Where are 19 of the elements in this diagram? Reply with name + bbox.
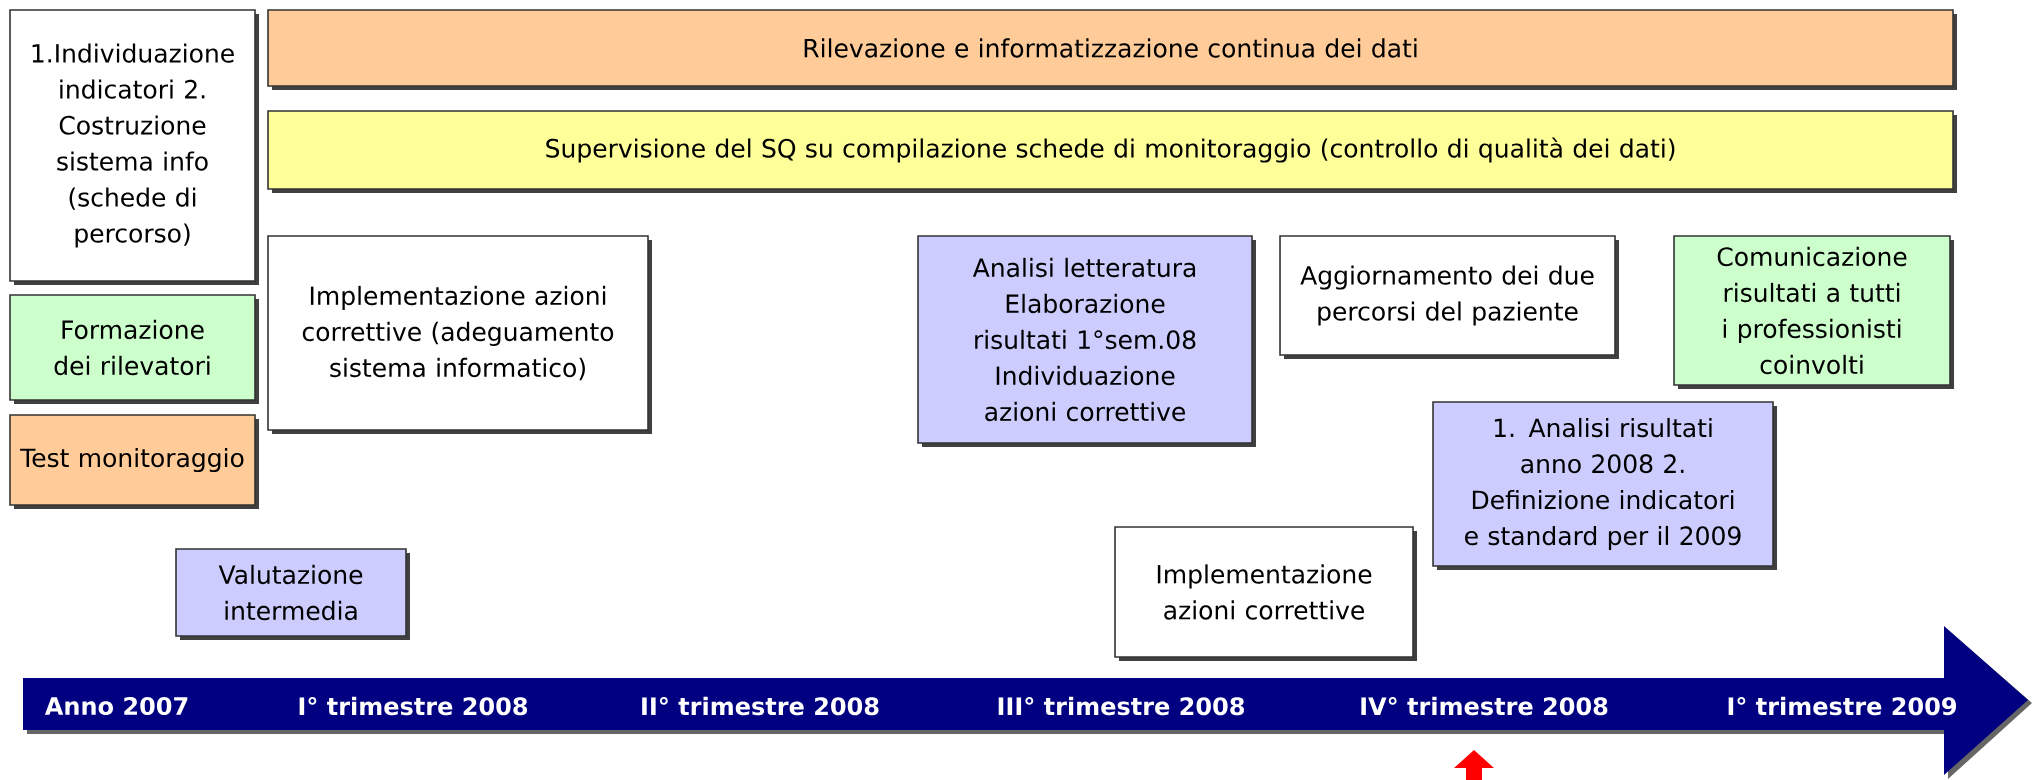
task-box: Rilevazione e informatizzazione continua dei dati: [267, 9, 1957, 90]
task-box: Test monitoraggio: [9, 414, 259, 509]
timeline-label: Anno 2007: [44, 696, 188, 716]
task-box: Implementazione azioni correttive: [1114, 526, 1417, 661]
task-box: Comunicazione risultati a tutti i professionisti coinvolti: [1673, 235, 1954, 389]
task-box: Implementazione azioni correttive (adeguamento sistema informatico): [267, 235, 652, 434]
task-box: Supervisione del SQ su compilazione schede di monitoraggio (controllo di qualità dei dati): [267, 110, 1957, 193]
timeline-label: III° trimestre 2008: [998, 696, 1244, 716]
task-box: Formazione dei rilevatori: [9, 294, 259, 404]
task-box: 1.Individuazione indicatori 2. Costruzione sistema info (schede di percorso): [9, 9, 259, 285]
timeline-label: I° trimestre 2009: [1728, 696, 1957, 716]
task-box: 1. Analisi risultati anno 2008 2. Definizione indicatori e standard per il 2009: [1432, 401, 1777, 570]
timeline-label: I° trimestre 2008: [299, 696, 528, 716]
task-box: Analisi letteratura Elaborazione risultati 1°sem.08 Individuazione azioni correttive: [917, 235, 1256, 447]
task-box: Aggiornamento dei due percorsi del paziente: [1279, 235, 1619, 359]
task-box: Valutazione intermedia: [175, 548, 410, 640]
timeline-label: IV° trimestre 2008: [1361, 696, 1608, 716]
timeline-arrow: [23, 626, 2032, 779]
timeline-label: II° trimestre 2008: [642, 696, 879, 716]
